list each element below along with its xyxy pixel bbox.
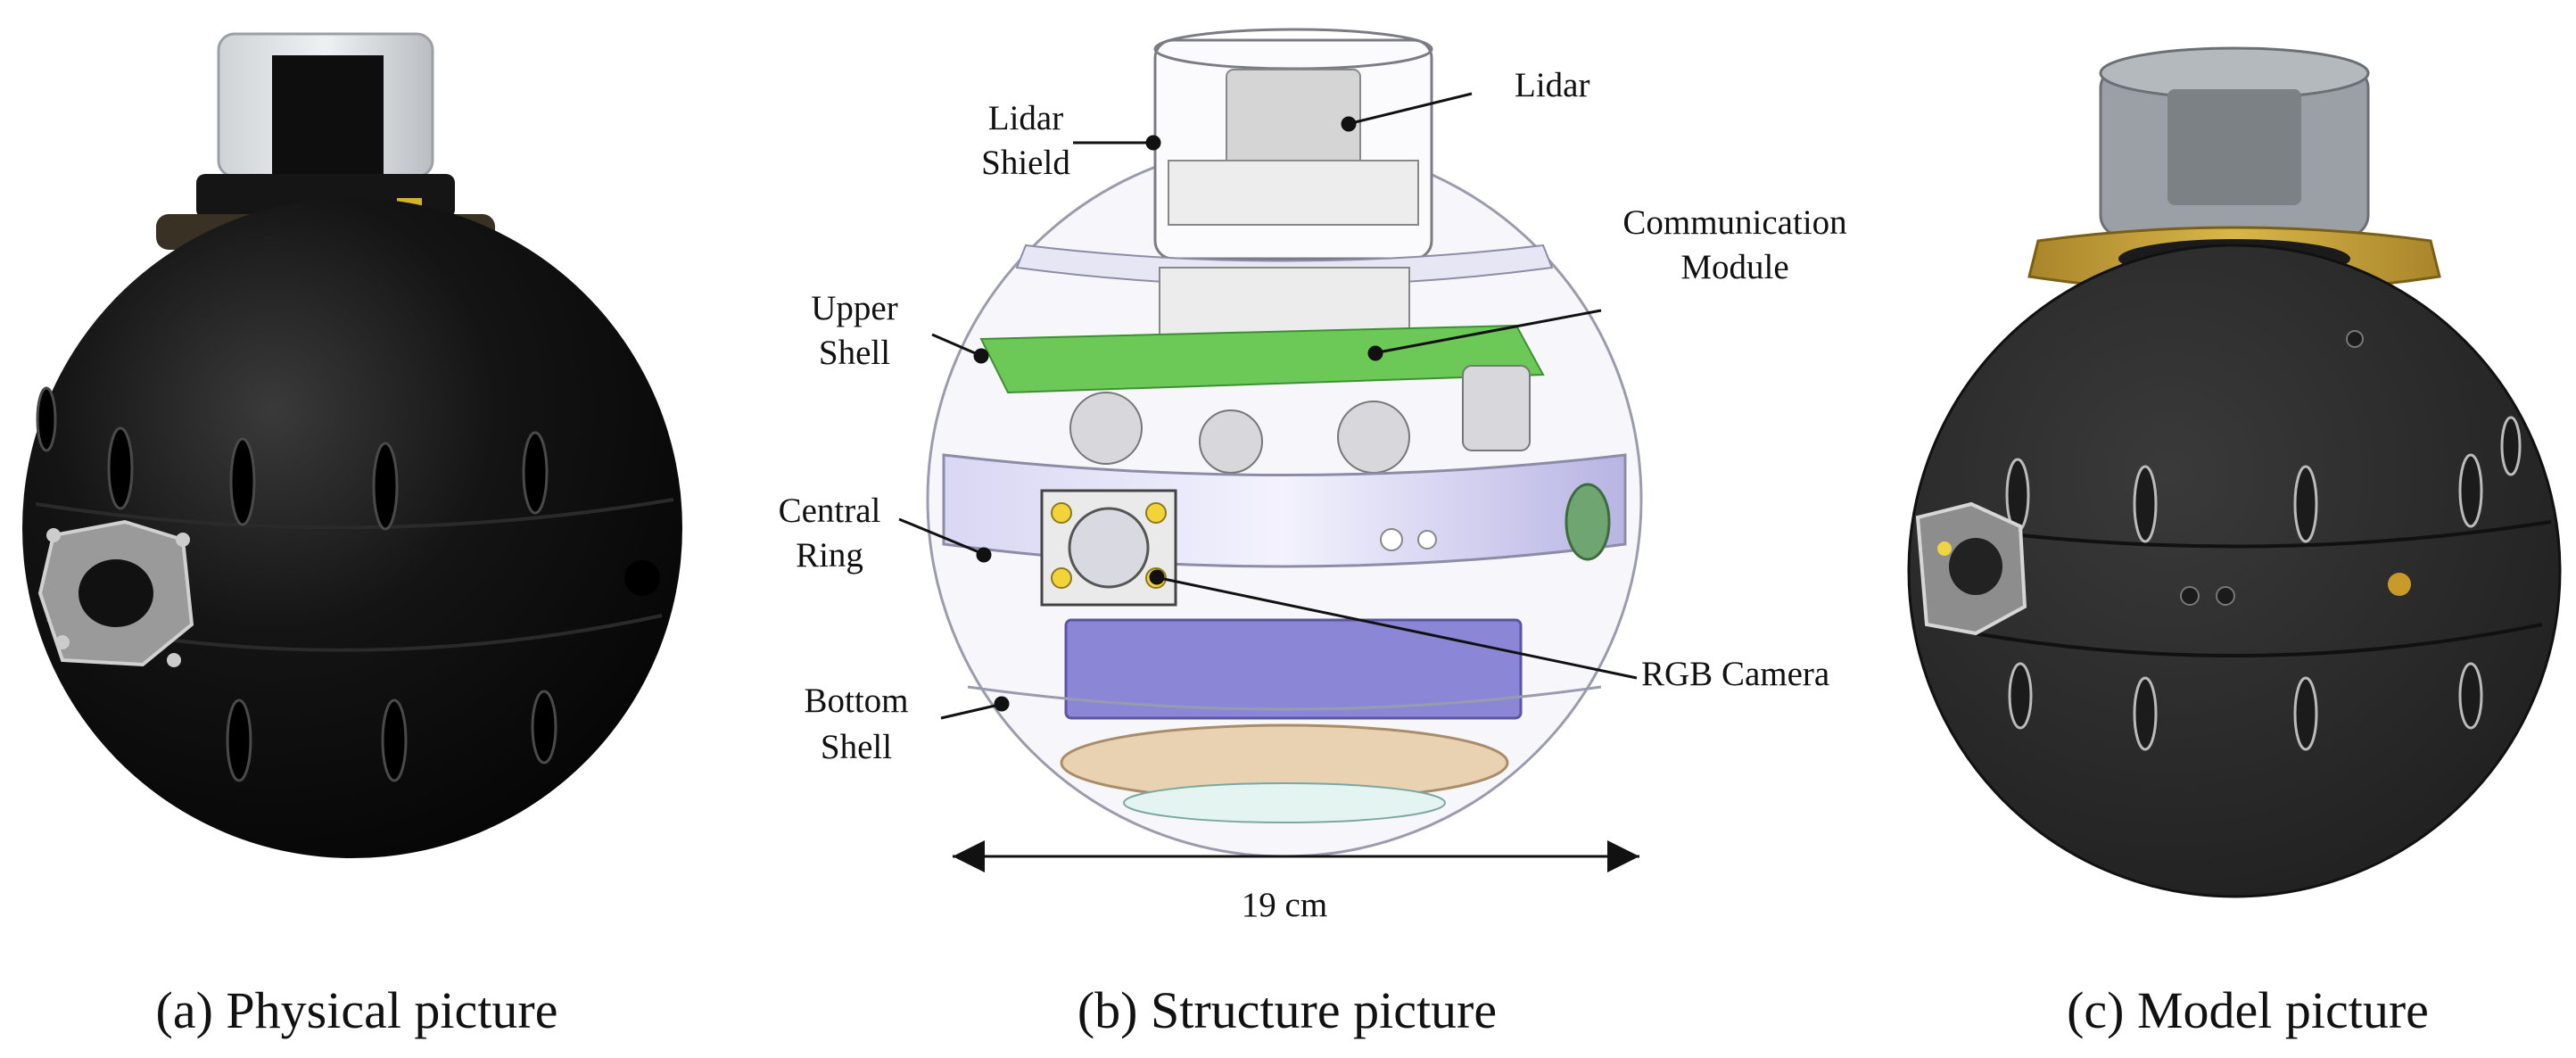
caption-a: (a) Physical picture — [156, 981, 558, 1039]
model-hole — [2346, 330, 2364, 348]
model-led — [1937, 541, 1952, 556]
label-rgb-camera: RGB Camera — [1641, 655, 1829, 693]
label-central-ring-2: Ring — [796, 536, 863, 574]
caption-b: (b) Structure picture — [1077, 981, 1497, 1039]
label-lidar-shield-1: Lidar — [988, 99, 1063, 137]
label-communication-2: Module — [1680, 248, 1788, 286]
label-bottom-shell-1: Bottom — [804, 682, 908, 720]
model-seam-lower — [1926, 623, 2543, 657]
model-sphere — [1907, 244, 2562, 898]
battery — [1064, 618, 1523, 720]
bottom-shell-line — [967, 685, 1602, 711]
camera-lens — [78, 559, 153, 627]
seam-upper — [35, 498, 674, 530]
label-upper-shell-2: Shell — [819, 334, 890, 372]
ring-hole — [1417, 530, 1437, 550]
vent-slots — [36, 386, 557, 782]
panel-a-physical: (a) Physical picture — [22, 32, 682, 1039]
panel-c-model: (c) Model picture — [1907, 46, 2562, 1039]
model-vent-slots — [2005, 416, 2522, 751]
side-hole — [624, 560, 660, 596]
ring-port — [1565, 483, 1611, 561]
label-communication-1: Communication — [1622, 203, 1846, 242]
label-lidar-shield-2: Shield — [981, 144, 1070, 182]
label-upper-shell-1: Upper — [811, 289, 897, 327]
model-hole — [2216, 586, 2235, 606]
upper-box — [1159, 267, 1410, 335]
leader-lines — [898, 92, 1638, 720]
camera-lens — [1068, 507, 1150, 589]
lidar-mount — [1168, 160, 1419, 226]
communication-board — [979, 324, 1545, 394]
ring-hole — [1380, 528, 1403, 551]
label-central-ring-1: Central — [779, 492, 881, 530]
lidar-core — [272, 55, 384, 189]
lidar-unit — [1226, 69, 1361, 173]
mechanics — [1069, 365, 1531, 474]
screw — [167, 653, 181, 667]
screw — [176, 533, 190, 547]
model-port — [2388, 573, 2411, 596]
dimension-label: 19 cm — [1242, 886, 1327, 924]
model-lidar-core — [2167, 89, 2301, 205]
model-camera-lens — [1949, 538, 2002, 595]
screw — [55, 635, 70, 649]
caption-c: (c) Model picture — [2067, 981, 2429, 1039]
base-disk — [1123, 782, 1446, 823]
label-lidar: Lidar — [1515, 66, 1589, 104]
panel-b-structure: Lidar Shield Lidar Communication Module … — [779, 28, 1847, 1039]
label-bottom-shell-2: Shell — [821, 728, 892, 766]
model-hole — [2180, 586, 2200, 606]
screw — [46, 528, 61, 542]
